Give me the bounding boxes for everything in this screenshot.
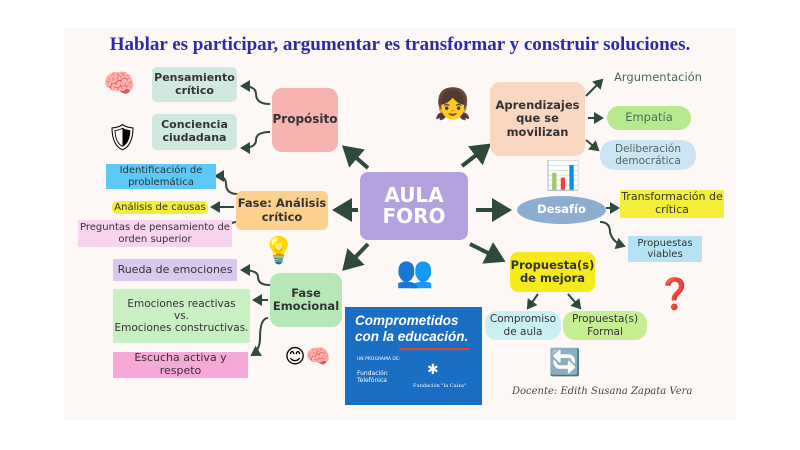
- node-preguntas: Preguntas de pensamiento de orden superi…: [78, 220, 232, 247]
- central-node: AULA FORO: [360, 172, 468, 240]
- node-conciencia-ciudadana: Conciencia ciudadana: [152, 114, 237, 150]
- process-flow-icon: 🔄: [548, 348, 582, 378]
- arrow-emocional: [342, 242, 370, 271]
- node-rueda-emociones: Rueda de emociones: [113, 259, 237, 281]
- arrow-viables: [599, 221, 626, 250]
- node-escucha-activa: Escucha activa y respeto: [113, 352, 248, 378]
- star-logo-icon: ✱: [427, 362, 439, 378]
- arrow-argumentacion: [585, 78, 604, 97]
- arrow-proposito: [341, 145, 370, 170]
- arrow-compromiso: [526, 293, 539, 310]
- node-identificacion: Identificación de problemática: [106, 164, 216, 189]
- sponsor-banner: Comprometidos con la educación. UN PROGR…: [345, 307, 482, 405]
- node-emociones: Emociones reactivas vs. Emociones constr…: [113, 289, 250, 343]
- arrow-pensamiento: [240, 80, 271, 105]
- node-propuesta-mejora: Propuesta(s) de mejora: [510, 252, 595, 292]
- logo-fundacion-telefonica: Fundación Telefónica: [357, 370, 388, 384]
- node-empatia: Empatía: [607, 106, 691, 130]
- question-bulb-icon: ❓: [656, 277, 694, 312]
- node-transformacion: Transformación de crítica: [620, 190, 724, 218]
- arrow-propuesta: [469, 242, 506, 264]
- arrow-aprendizajes: [460, 143, 492, 168]
- node-aprendizajes: Aprendizajes que se movilizan: [490, 82, 585, 156]
- shield-people-icon: 🛡: [105, 123, 139, 153]
- logo-fundacion-la-caixa: Fundación "la Caixa": [413, 383, 467, 389]
- children-group-icon: 👧: [434, 87, 472, 122]
- banner-line1: Comprometidos: [355, 313, 459, 328]
- node-propuesta-formal: Propuesta(s) Formal: [563, 311, 647, 340]
- node-fase-analisis: Fase: Análisis crítico: [236, 191, 328, 230]
- underline-stroke: [399, 348, 469, 350]
- people-chat-icon: 👥: [396, 255, 434, 290]
- node-analisis-causas: Análisis de causas: [112, 201, 208, 214]
- central-line2: FORO: [382, 204, 446, 228]
- lightbulb-icon: 💡: [262, 236, 296, 266]
- node-argumentacion: Argumentación: [614, 70, 702, 85]
- node-pensamiento-critico: Pensamiento crítico: [152, 67, 237, 102]
- arrow-formal: [567, 293, 582, 310]
- node-propuestas-viables: Propuestas viables: [628, 236, 702, 262]
- versus: vs.: [173, 309, 190, 322]
- central-line1: AULA: [384, 183, 444, 207]
- arrow-conciencia: [240, 131, 271, 154]
- arrow-escucha: [250, 317, 269, 357]
- arrow-rueda: [240, 264, 271, 286]
- page-title: Hablar es participar, argumentar es tran…: [109, 34, 691, 55]
- arrow-identificacion: [214, 170, 239, 195]
- node-compromiso-aula: Compromiso de aula: [485, 311, 561, 340]
- banner-slogan: Comprometidos con la educación.: [355, 313, 479, 344]
- brain-reading-icon: 🧠: [103, 69, 136, 99]
- emociones-constructivas: Emociones constructivas.: [114, 322, 249, 335]
- node-fase-emocional: Fase Emocional: [270, 273, 342, 327]
- banner-line2: con la educación.: [355, 328, 469, 344]
- node-proposito: Propósito: [272, 88, 338, 152]
- banner-program: UN PROGRAMA DE:: [357, 357, 401, 362]
- author-credit: Docente: Edith Susana Zapata Vera: [512, 386, 693, 397]
- bar-chart-gear-icon: 📊: [545, 159, 581, 192]
- arrow-deliberacion: [585, 139, 600, 152]
- emociones-reactivas: Emociones reactivas: [127, 297, 236, 310]
- node-deliberacion: Deliberación democrática: [600, 140, 696, 170]
- emotion-brain-icon: 😊🧠: [284, 344, 331, 368]
- node-desafio: Desafío: [517, 196, 606, 224]
